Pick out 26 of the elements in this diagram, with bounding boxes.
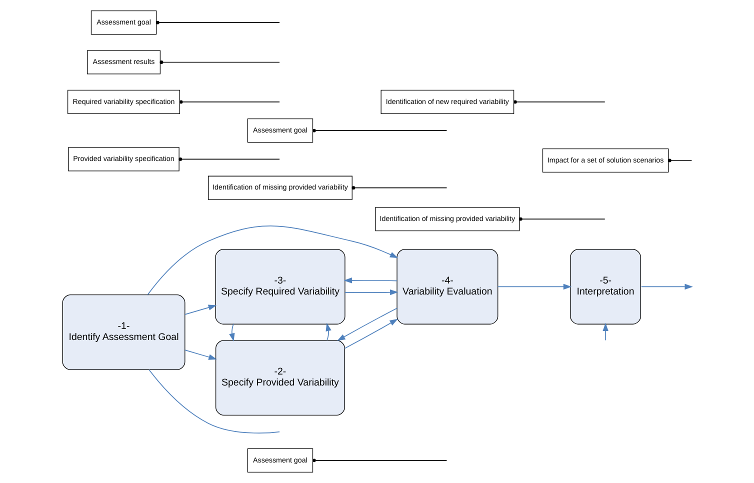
node-box: -5- Interpretation xyxy=(570,248,640,324)
arrow xyxy=(344,289,398,296)
connector xyxy=(521,218,605,220)
arrow xyxy=(325,322,331,341)
connector xyxy=(181,158,280,160)
connector xyxy=(162,62,280,63)
arrow xyxy=(336,308,397,341)
node-box: -4- Variability Evaluation xyxy=(396,248,498,324)
connector xyxy=(314,130,447,131)
arrow xyxy=(497,284,572,290)
connector xyxy=(670,160,692,161)
connector xyxy=(158,22,280,23)
connector xyxy=(314,460,447,461)
arrow xyxy=(228,324,234,342)
connector xyxy=(148,369,280,434)
arrow xyxy=(184,350,216,360)
arrow xyxy=(343,278,397,284)
arrow xyxy=(184,304,216,315)
connector xyxy=(354,187,447,188)
arrow xyxy=(344,318,398,349)
arrow xyxy=(146,226,398,296)
node-box: -3- Specify Required Variability xyxy=(214,248,345,324)
arrow xyxy=(640,284,692,290)
node-box: -1- Identify Assessment Goal xyxy=(62,294,185,370)
node-box: -2- Specify Provided Variability xyxy=(215,340,344,416)
arrow xyxy=(602,322,608,341)
